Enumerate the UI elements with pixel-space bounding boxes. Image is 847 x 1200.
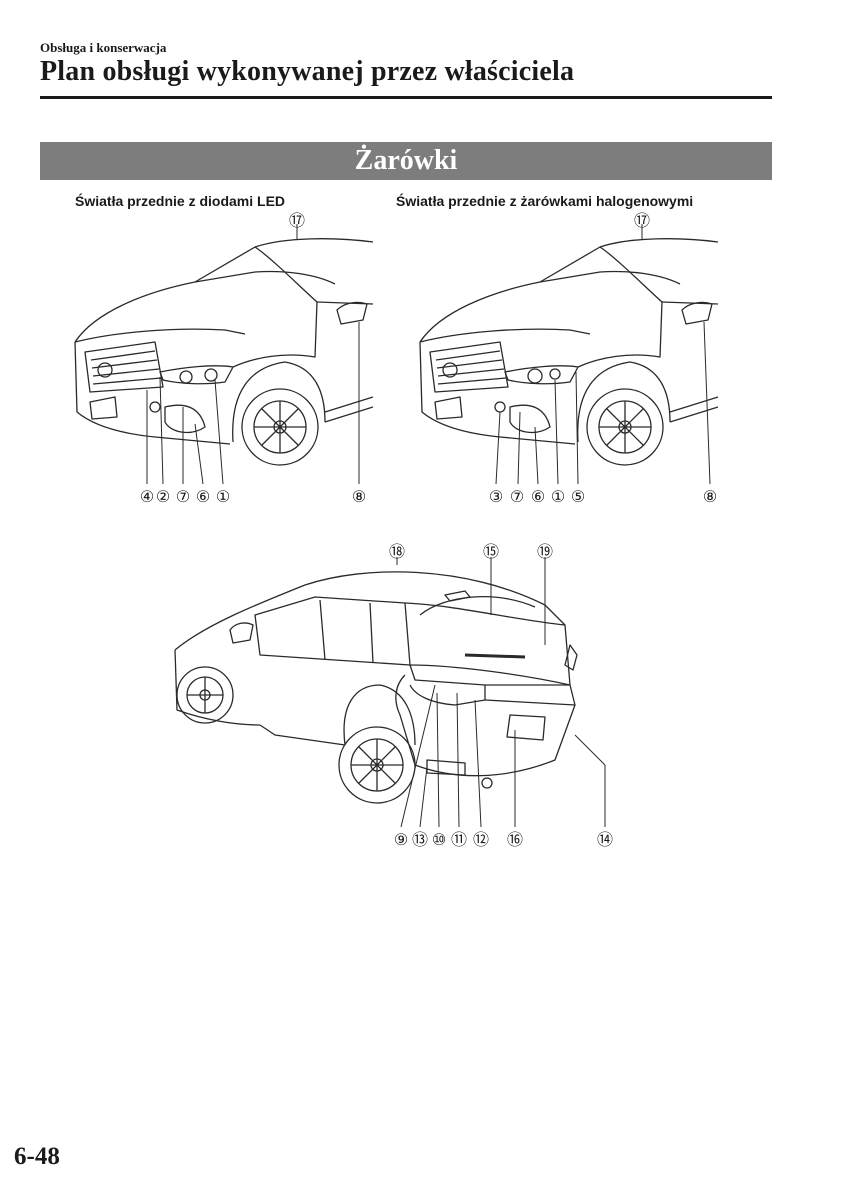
title-divider	[40, 96, 772, 99]
section-banner: Żarówki	[40, 142, 772, 180]
callout-rear-bottom-7: ⑭	[597, 830, 613, 849]
callout-17-led: ⑰	[289, 212, 305, 230]
callout-rear-top-1: ⑱	[389, 542, 405, 561]
banner-title: Żarówki	[354, 145, 458, 176]
callout-rear-bottom-4: ⑪	[451, 830, 467, 849]
page-number: 6-48	[14, 1143, 60, 1170]
callout-halogen-bottom-6: ⑧	[703, 487, 717, 506]
callout-rear-bottom-5: ⑫	[473, 830, 489, 849]
callout-halogen-bottom-2: ⑦	[510, 487, 524, 506]
callout-led-bottom-6: ⑧	[352, 487, 366, 506]
callout-led-bottom-5: ①	[216, 487, 230, 506]
callout-rear-bottom-3: ⑩	[432, 830, 446, 849]
callout-halogen-bottom-3: ⑥	[531, 487, 545, 506]
caption-led-headlights: Światła przednie z diodami LED	[75, 193, 286, 209]
callout-rear-top-3: ⑲	[537, 542, 553, 561]
callout-rear-bottom-2: ⑬	[412, 830, 428, 849]
callout-led-bottom-1: ④	[140, 487, 154, 506]
callout-rear-bottom-6: ⑯	[507, 830, 523, 849]
section-label: Obsługa i konserwacja	[40, 40, 167, 55]
callout-rear-bottom-1: ⑨	[394, 830, 408, 849]
callout-led-bottom-4: ⑥	[196, 487, 210, 506]
callout-halogen-bottom-5: ⑤	[571, 487, 585, 506]
page-title: Plan obsługi wykonywanej przez właścicie…	[40, 56, 575, 87]
callout-led-bottom-3: ⑦	[176, 487, 190, 506]
rear-car-illustration: ⑱ ⑮ ⑲ ⑨ ⑬ ⑩ ⑪ ⑫ ⑯ ⑭	[174, 542, 613, 849]
callout-halogen-bottom-4: ①	[551, 487, 565, 506]
callout-halogen-bottom-1: ③	[489, 487, 503, 506]
callout-rear-top-2: ⑮	[483, 542, 499, 561]
callout-17-halogen: ⑰	[634, 212, 650, 230]
front-car-halogen-illustration: ⑰ ③ ⑦ ⑥ ① ⑤ ⑧	[419, 212, 719, 506]
callout-led-bottom-2: ②	[156, 487, 170, 506]
front-car-led-illustration: ⑰ ④ ② ⑦ ⑥ ① ⑧	[74, 212, 374, 506]
caption-halogen-headlights: Światła przednie z żarówkami halogenowym…	[396, 193, 694, 209]
